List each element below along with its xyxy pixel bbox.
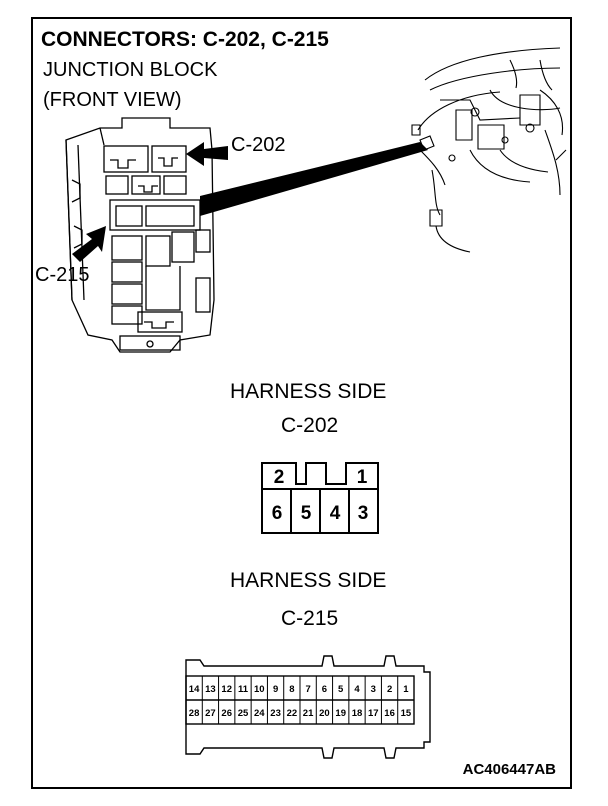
c215-pin: 4	[354, 684, 360, 695]
c202-pin: 6	[272, 503, 283, 524]
connector-label-c202: C-202	[281, 414, 339, 437]
connector-c215-face	[185, 655, 431, 759]
c215-cell-grid	[201, 676, 399, 724]
c215-pin: 6	[322, 684, 327, 695]
subtitle-junction-block: JUNCTION BLOCK	[43, 59, 218, 81]
subtitle-front-view: (FRONT VIEW)	[43, 89, 182, 111]
c202-pin: 5	[301, 503, 312, 524]
c215-pin: 23	[270, 708, 281, 719]
c215-pin: 28	[189, 708, 200, 719]
callout-c202: C-202	[231, 134, 286, 156]
vehicle-dash-sketch	[411, 47, 567, 253]
c215-pin: 8	[289, 684, 294, 695]
c202-pin-labels: 2 1 6 5 4 3	[272, 467, 369, 524]
harness-side-heading-1: HARNESS SIDE	[230, 380, 387, 403]
figure-code: AC406447AB	[462, 761, 556, 778]
c215-pin: 15	[401, 708, 412, 719]
c215-pin: 9	[273, 684, 278, 695]
c202-pin: 1	[357, 467, 368, 488]
callout-arrows	[72, 142, 428, 262]
junction-block-drawing	[65, 117, 215, 353]
diagram-frame	[31, 17, 572, 789]
c215-pin: 19	[335, 708, 346, 719]
connector-c202-face	[261, 462, 379, 534]
c215-pin: 1	[403, 684, 409, 695]
c215-pin: 13	[205, 684, 216, 695]
c215-pin: 5	[338, 684, 344, 695]
c215-pin: 14	[189, 684, 200, 695]
c215-pin: 20	[319, 708, 330, 719]
c215-pin: 25	[238, 708, 249, 719]
c215-pin: 17	[368, 708, 379, 719]
c215-pin: 3	[371, 684, 376, 695]
c215-pin: 18	[352, 708, 363, 719]
c215-pin: 10	[254, 684, 265, 695]
c215-pin: 22	[287, 708, 298, 719]
diagram-title: CONNECTORS: C-202, C-215	[41, 28, 329, 51]
c215-pin: 2	[387, 684, 392, 695]
c215-pin: 21	[303, 708, 314, 719]
c215-pin: 7	[305, 684, 310, 695]
callout-c215: C-215	[35, 264, 90, 286]
c215-pin: 24	[254, 708, 265, 719]
c202-pin: 2	[274, 467, 285, 488]
connector-label-c215: C-215	[281, 607, 339, 630]
harness-side-heading-2: HARNESS SIDE	[230, 569, 387, 592]
c215-pin: 11	[238, 684, 249, 695]
c215-pin: 26	[221, 708, 232, 719]
c215-pin: 12	[221, 684, 232, 695]
c215-pin: 27	[205, 708, 216, 719]
c202-pin: 3	[358, 503, 369, 524]
c215-pin: 16	[384, 708, 395, 719]
c202-pin: 4	[330, 503, 341, 524]
